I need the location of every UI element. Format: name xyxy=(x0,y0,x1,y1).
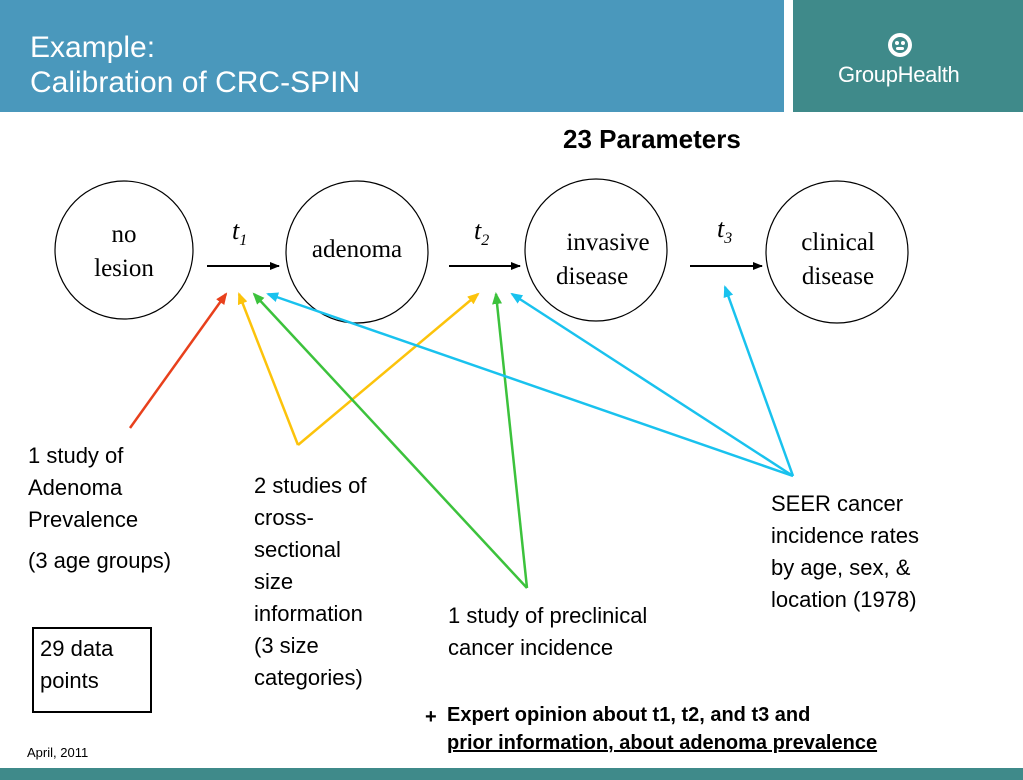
title-line-2: Calibration of CRC-SPIN xyxy=(30,66,361,99)
footer-date: April, 2011 xyxy=(27,745,89,760)
seer-line4: location (1978) xyxy=(771,587,917,612)
t2-sub: 2 xyxy=(481,232,490,250)
cross-line3: sectional xyxy=(254,537,341,562)
cyan-arrow-seer-t1 xyxy=(266,292,794,478)
red-arrow-prevalence-t1 xyxy=(128,292,228,429)
header-divider xyxy=(784,0,793,112)
prevalence-line3: Prevalence xyxy=(28,507,139,532)
t1-sub: 1 xyxy=(239,232,248,250)
cross-line2: cross- xyxy=(254,505,314,530)
label-no-lesion: no lesion xyxy=(74,218,174,286)
source-cross-sectional: 2 studies of cross- sectional size infor… xyxy=(254,470,367,694)
green-arrow-preclinical-t1 xyxy=(252,292,528,589)
state-clinical-disease xyxy=(765,180,909,324)
expert-plus: + xyxy=(425,706,437,728)
cross-line6: (3 size xyxy=(254,633,319,658)
footer-band xyxy=(0,768,1023,780)
cyan-arrow-seer-t2 xyxy=(510,292,794,478)
cross-line5: information xyxy=(254,601,363,626)
expert-line1: Expert opinion about t1, t2, and t3 and xyxy=(447,704,811,726)
transition-label-t3: t3 xyxy=(717,214,732,248)
t2-base: t xyxy=(474,216,482,245)
label-no-lesion-line1: no xyxy=(111,221,137,248)
cross-line4: size xyxy=(254,569,294,594)
label-adenoma-line1: adenoma xyxy=(311,236,403,263)
green-arrow-preclinical-t2 xyxy=(492,292,529,589)
title-line-1: Example: xyxy=(30,31,156,64)
state-no-lesion xyxy=(54,180,194,320)
t1-base: t xyxy=(232,216,240,245)
source-preclinical: 1 study of preclinical cancer incidence xyxy=(448,600,647,664)
seer-line1: SEER cancer xyxy=(771,491,904,516)
cross-line1: 2 studies of xyxy=(254,473,367,498)
seer-line2: incidence rates xyxy=(771,523,919,548)
t3-sub: 3 xyxy=(724,230,733,248)
prevalence-line1: 1 study of xyxy=(28,443,124,468)
label-invasive-line1: invasive xyxy=(566,229,650,256)
data-points-box: 29 data points xyxy=(32,627,152,713)
label-clinical-line2: disease xyxy=(801,263,875,290)
data-points-line1: 29 data xyxy=(40,636,114,661)
source-adenoma-prevalence: 1 study of Adenoma Prevalence (3 age gro… xyxy=(28,440,171,577)
label-clinical-disease: clinical disease xyxy=(780,226,896,294)
parameters-heading: 23 Parameters xyxy=(563,124,741,154)
label-invasive-line2: disease xyxy=(556,263,629,290)
transition-label-t1: t1 xyxy=(232,216,247,250)
preclinical-line2: cancer incidence xyxy=(448,635,614,660)
header-band xyxy=(0,0,784,112)
transition-label-t2: t2 xyxy=(474,216,489,250)
source-seer: SEER cancer incidence rates by age, sex,… xyxy=(771,488,919,616)
label-adenoma: adenoma xyxy=(297,233,417,267)
cyan-arrow-seer-t3 xyxy=(723,285,795,477)
prevalence-line2: Adenoma xyxy=(28,475,123,500)
label-invasive-disease: invasive disease xyxy=(546,226,670,294)
cross-line7: categories) xyxy=(254,665,363,690)
data-points-line2: points xyxy=(40,668,99,693)
label-no-lesion-line2: lesion xyxy=(94,255,154,282)
yellow-arrow-size-t1 xyxy=(237,292,300,446)
slide-title: Example: Calibration of CRC-SPIN xyxy=(30,30,360,100)
prevalence-note: (3 age groups) xyxy=(28,548,172,573)
t3-base: t xyxy=(717,214,725,243)
expert-line2: prior information, about adenoma prevale… xyxy=(447,732,878,754)
logo-name: GroupHealth xyxy=(838,62,960,87)
state-invasive-disease xyxy=(524,178,668,322)
preclinical-line1: 1 study of preclinical xyxy=(448,603,648,628)
seer-line3: by age, sex, & xyxy=(771,555,911,580)
logo-band xyxy=(793,0,1023,112)
state-adenoma xyxy=(285,180,429,324)
yellow-arrow-size-t2 xyxy=(297,292,480,446)
grouphealth-logo-icon xyxy=(888,33,912,57)
label-clinical-line1: clinical xyxy=(801,229,875,256)
